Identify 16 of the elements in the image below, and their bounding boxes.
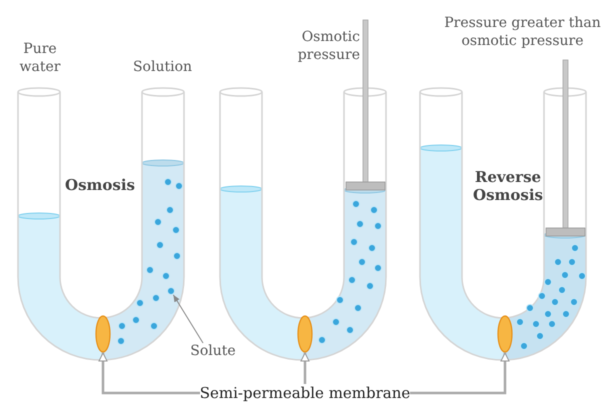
- solute-label: Solute: [188, 342, 238, 360]
- membrane-label: Semi-permeable membrane: [180, 384, 430, 402]
- arrow: [410, 352, 510, 394]
- leader-line: [172, 294, 204, 344]
- process-label: Reverse Osmosis: [472, 168, 544, 204]
- membrane: [297, 315, 313, 353]
- process-label: Osmosis: [64, 176, 136, 194]
- arrow: [300, 352, 310, 384]
- membrane: [497, 315, 513, 353]
- solute-particle: [167, 287, 175, 295]
- tube-label: Solution: [132, 58, 194, 76]
- membrane: [95, 315, 111, 353]
- pressure-label: Osmotic pressure: [296, 28, 360, 64]
- tube-label: Pure water: [18, 40, 62, 76]
- arrow: [98, 352, 200, 394]
- pressure-label: Pressure greater than osmotic pressure: [443, 14, 602, 50]
